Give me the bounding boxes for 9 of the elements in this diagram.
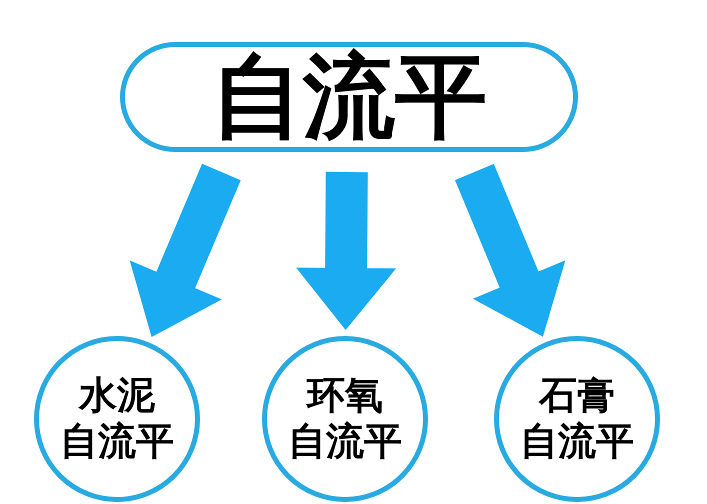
- block-arrow: [130, 164, 241, 337]
- category-text: 自流平: [288, 419, 402, 465]
- category-text: 自流平: [520, 419, 634, 465]
- category-text: 自流平: [60, 419, 174, 465]
- block-arrow: [296, 172, 396, 330]
- category-text: 水泥: [79, 373, 155, 419]
- category-text: 石膏: [539, 373, 615, 419]
- category-text: 环氧: [307, 373, 383, 419]
- block-arrow: [455, 164, 566, 337]
